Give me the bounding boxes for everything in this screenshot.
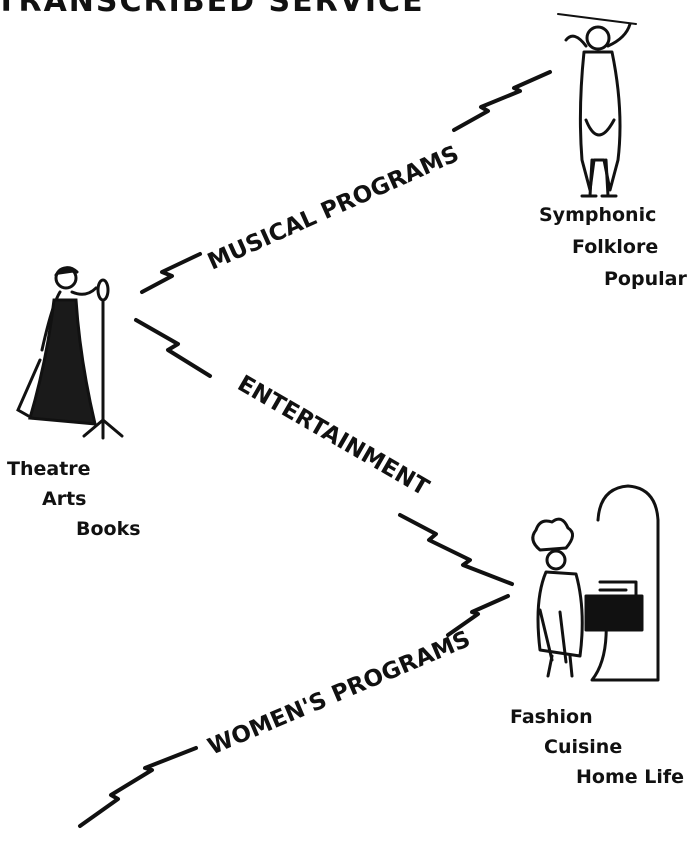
singer-at-microphone-icon	[16, 266, 124, 440]
chef-caption-home-life: Home Life	[576, 766, 685, 788]
conductor-caption-popular: Popular	[604, 268, 687, 290]
lightning-bolt-icon	[452, 70, 552, 132]
conductor-caption-symphonic: Symphonic	[539, 204, 657, 226]
singer-caption-theatre: Theatre	[7, 458, 91, 480]
chef-caption-cuisine: Cuisine	[544, 736, 623, 758]
conductor-caption-folklore: Folklore	[572, 236, 659, 258]
womens-programs-label: WOMEN'S PROGRAMS	[204, 626, 474, 760]
lightning-bolt-icon	[398, 513, 514, 586]
lightning-bolt-icon	[78, 746, 198, 828]
singer-caption-arts: Arts	[42, 488, 87, 510]
lightning-bolt-icon	[134, 318, 212, 378]
orchestra-conductor-icon	[557, 13, 637, 198]
singer-caption-books: Books	[76, 518, 141, 540]
lightning-bolt-icon	[446, 594, 510, 637]
page-title: TRANSCRIBED SERVICE	[0, 0, 425, 19]
chef-at-stove-icon	[531, 484, 660, 682]
entertainment-label: ENTERTAINMENT	[233, 371, 433, 502]
lightning-bolt-icon	[140, 252, 202, 294]
chef-caption-fashion: Fashion	[510, 706, 593, 728]
musical-programs-label: MUSICAL PROGRAMS	[204, 141, 463, 275]
